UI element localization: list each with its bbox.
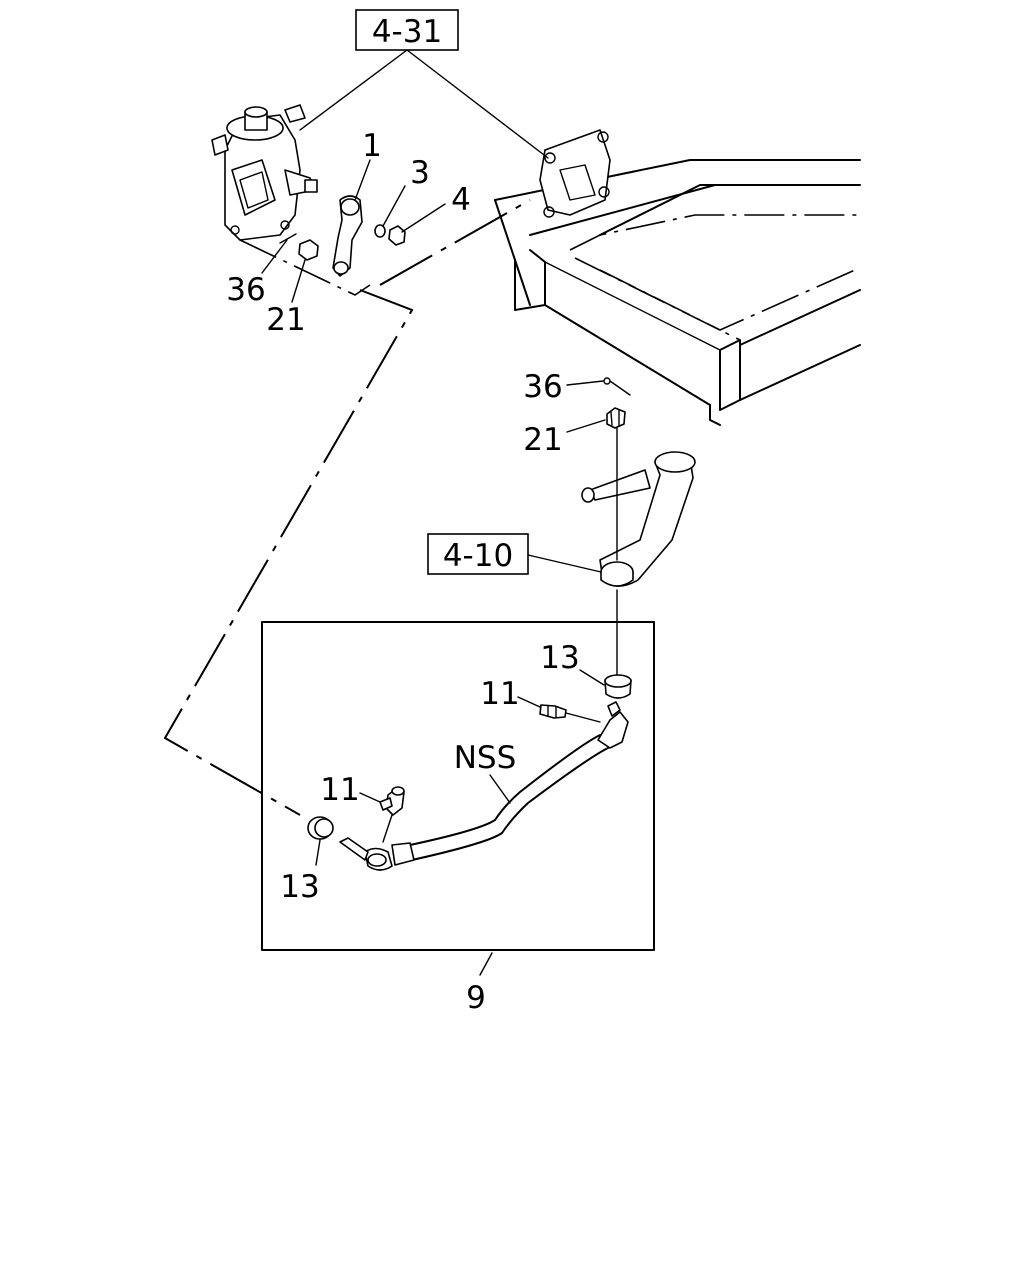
ref-leader-4-31-right — [406, 49, 549, 159]
callout-grease-nipple-right: 11 — [480, 676, 519, 712]
steering-gear-box — [211, 104, 318, 241]
castle-nut-right-part — [606, 407, 626, 429]
grease-nipple-left-part — [379, 786, 405, 816]
gear-to-left-link — [163, 289, 414, 816]
leader-grease-nipple-left — [359, 792, 381, 803]
ref-box-4-10: 4-10 — [427, 533, 529, 575]
callout-dust-cover-right: 13 — [540, 640, 579, 676]
leader-castle-nut-right — [566, 419, 606, 433]
callout-nut: 4 — [451, 182, 471, 218]
leader-dust-cover-right — [579, 669, 605, 686]
leader-pitman-arm — [354, 159, 371, 201]
ref-label-4-31: 4-31 — [372, 14, 442, 50]
callout-dust-cover-left: 13 — [280, 869, 319, 905]
callout-castle-nut-upper: 21 — [266, 302, 305, 338]
relay-rod — [339, 701, 629, 871]
callout-cotter-pin-upper: 36 — [226, 272, 265, 308]
dust-cover-right-part — [604, 674, 632, 699]
leader-dust-cover-left — [315, 839, 321, 866]
castle-nut-upper-part — [298, 239, 319, 261]
pitman-arm — [332, 195, 363, 277]
grease-nipple-right-part — [539, 704, 567, 719]
dust-cover-left-part — [307, 816, 334, 840]
callout-assembly: 9 — [466, 980, 486, 1016]
grease-right-to-socket — [565, 712, 601, 723]
idler-arm — [581, 451, 696, 587]
grease-left-to-socket — [382, 814, 393, 843]
leader-castle-nut-upper — [291, 259, 306, 303]
washer-part — [374, 224, 386, 238]
leader-cotter-pin-upper — [261, 239, 288, 274]
cotter-pin-right-part — [603, 377, 631, 396]
cotter-pin-upper-part — [279, 233, 297, 244]
callout-cotter-pin-right: 36 — [523, 369, 562, 405]
leader-cotter-pin-right — [566, 380, 604, 386]
ref-label-4-10: 4-10 — [443, 538, 513, 574]
ref-box-4-31: 4-31 — [355, 9, 459, 51]
gear-frame-link — [379, 199, 531, 286]
leader-nut — [401, 203, 446, 233]
gear-outline — [239, 239, 371, 296]
callout-castle-nut-right: 21 — [523, 422, 562, 458]
leader-assembly — [479, 952, 493, 976]
nut-part — [388, 225, 406, 246]
callout-washer: 3 — [410, 155, 430, 191]
leader-relay-rod — [489, 774, 511, 804]
assembly-box — [261, 621, 655, 951]
ref-leader-4-10 — [527, 554, 602, 573]
leader-grease-nipple-right — [517, 696, 541, 708]
frame-rails — [494, 159, 861, 426]
ref-leader-4-31-left — [299, 49, 408, 131]
leader-washer — [382, 185, 406, 227]
callout-grease-nipple-left: 11 — [320, 772, 359, 808]
callout-pitman-arm: 1 — [362, 128, 382, 164]
frame-bracket — [539, 129, 611, 218]
callout-relay-rod: NSS — [454, 740, 517, 776]
